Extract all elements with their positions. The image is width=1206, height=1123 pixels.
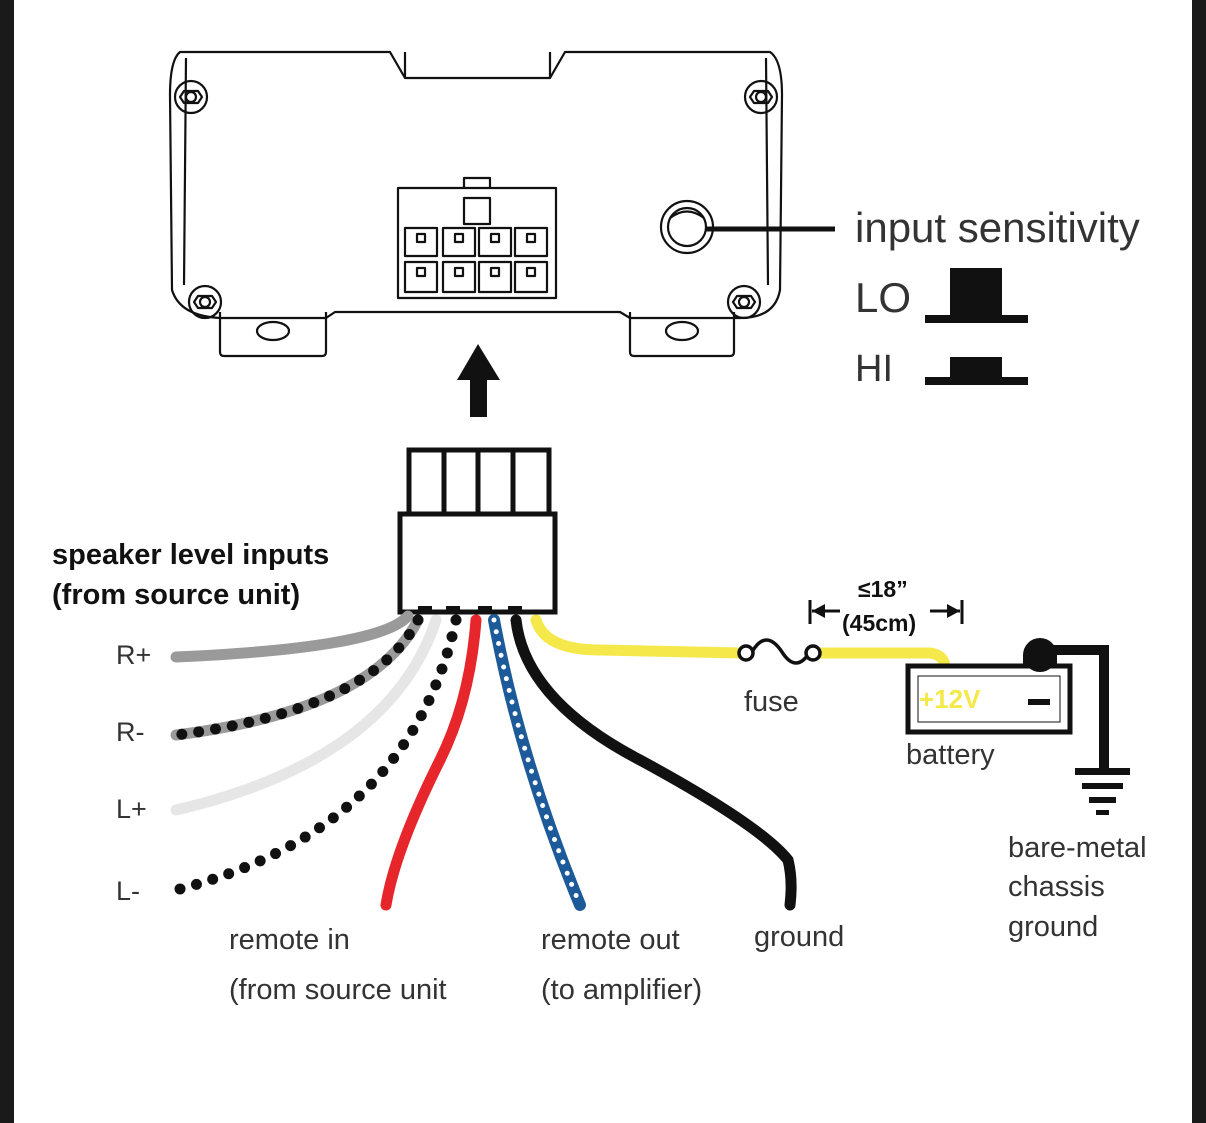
distance-imperial: ≤18” [858, 576, 908, 602]
l-plus-label: L+ [116, 794, 147, 824]
screw-top-right [743, 79, 779, 115]
lo-switch-icon [925, 268, 1028, 323]
input-sensitivity-label: input sensitivity [855, 204, 1140, 251]
lo-label: LO [855, 274, 912, 321]
battery-positive-label: +12V [919, 684, 981, 714]
remote-out-sublabel: (to amplifier) [541, 974, 703, 1006]
wire-remote-out [488, 614, 586, 911]
left-border [0, 0, 14, 1123]
r-minus-label: R- [116, 717, 145, 747]
wire-l-minus [170, 614, 462, 896]
chassis-label-line2: chassis [1008, 871, 1105, 903]
chassis-label-line1: bare-metal [1008, 832, 1147, 864]
speaker-inputs-subtitle: (from source unit) [52, 579, 301, 611]
insert-arrow-icon [457, 344, 500, 417]
wire-power [530, 614, 748, 659]
fuse-label: fuse [744, 686, 799, 718]
battery-icon [905, 638, 1073, 735]
device-housing [168, 50, 784, 358]
ground-label: ground [754, 921, 845, 953]
plug-connector [397, 447, 558, 615]
l-minus-label: L- [116, 876, 141, 906]
wire-r-plus [170, 610, 414, 663]
speaker-inputs-title: speaker level inputs [52, 539, 330, 571]
battery-label: battery [906, 739, 995, 771]
hi-switch-icon [925, 357, 1028, 385]
chassis-ground-icon [1040, 645, 1130, 815]
distance-metric: (45cm) [842, 610, 917, 636]
fuse-icon [737, 638, 822, 665]
wire-ground [510, 614, 797, 911]
mount-tab-right [628, 312, 736, 358]
remote-in-sublabel: (from source unit [229, 974, 447, 1006]
wire-l-plus [170, 614, 442, 816]
r-plus-label: R+ [116, 640, 152, 670]
screw-bottom-right [726, 284, 762, 320]
mount-tab-left [218, 312, 328, 358]
hi-label: HI [855, 348, 893, 390]
wire-remote-in [380, 614, 482, 911]
right-border [1192, 0, 1206, 1123]
screw-bottom-left [187, 284, 223, 320]
screw-top-left [173, 79, 209, 115]
chassis-label-line3: ground [1008, 911, 1099, 943]
remote-in-label: remote in [229, 924, 350, 956]
device-socket [396, 176, 558, 300]
remote-out-label: remote out [541, 924, 680, 956]
distance-marker [808, 600, 964, 624]
wire-r-minus [170, 614, 424, 741]
